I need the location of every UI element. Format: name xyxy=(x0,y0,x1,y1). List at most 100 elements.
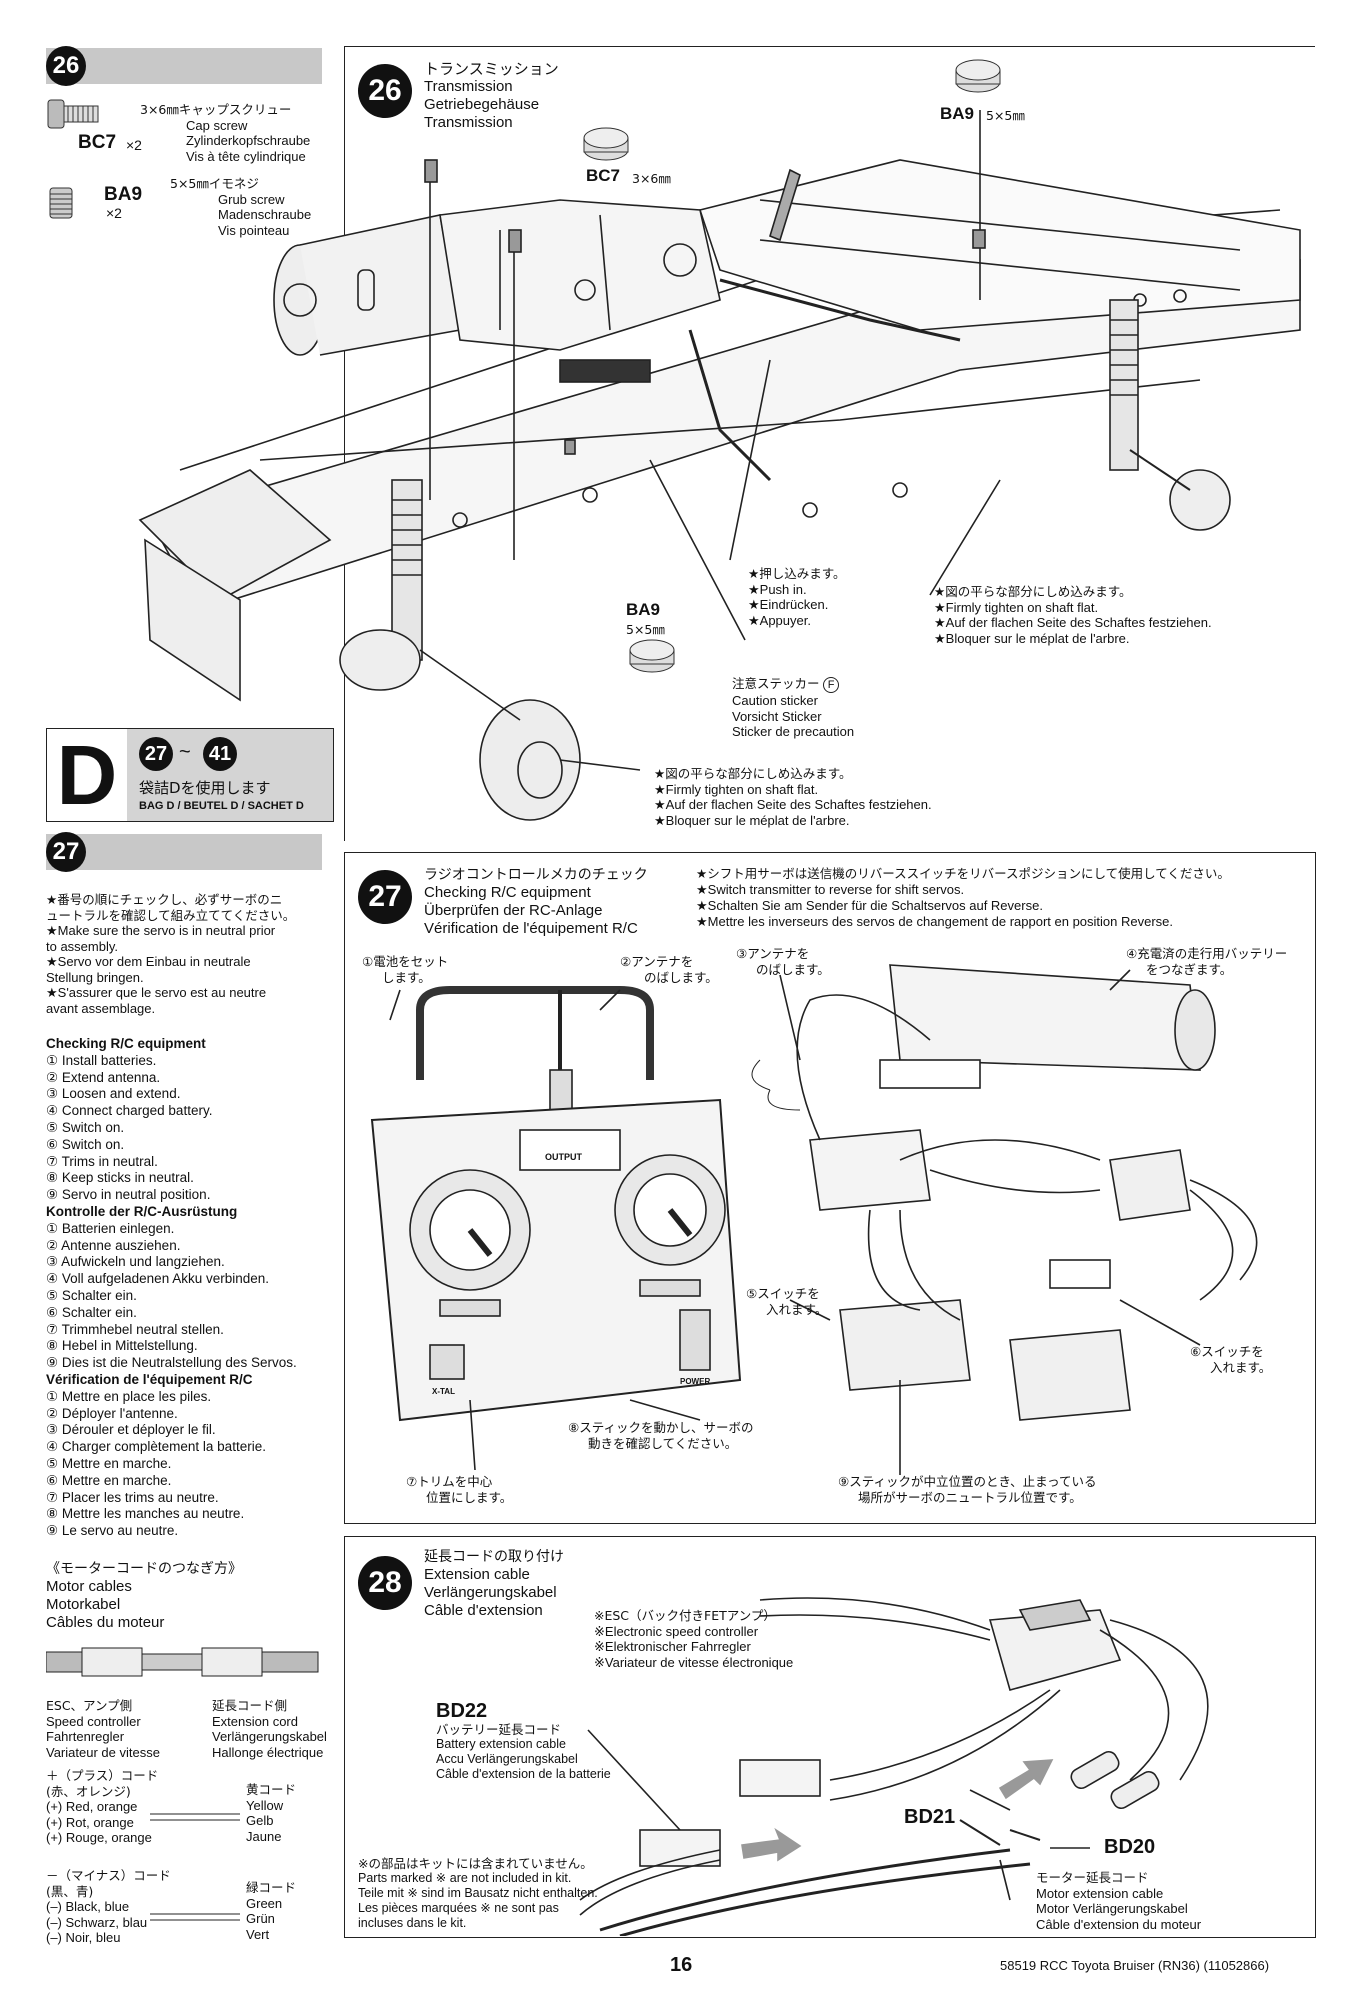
plus-en: (+) Red, orange xyxy=(46,1799,138,1814)
not-included-fr-2: incluses dans le kit. xyxy=(358,1916,467,1930)
ext-side-en: Extension cord xyxy=(212,1713,298,1729)
motor-ext-en: Motor extension cable xyxy=(1036,1885,1164,1901)
note-ja-1: ★番号の順にチェックし、必ずサーボのニ xyxy=(46,892,283,907)
de-step: ⑦ Trimmhebel neutral stellen. xyxy=(46,1321,224,1337)
note-fr-2: avant assemblage. xyxy=(46,1000,156,1016)
bc7-code: BC7 xyxy=(78,132,117,153)
de-checklist-title: Kontrolle der R/C-Ausrüstung xyxy=(46,1203,238,1219)
plus-ja-2: (赤、オレンジ) xyxy=(46,1783,131,1799)
yellow-ja: 黄コード xyxy=(246,1782,297,1797)
en-step: ① Install batteries. xyxy=(46,1052,157,1068)
minus-connector-line xyxy=(150,1913,240,1921)
ext-side-ja: 延長コード側 xyxy=(212,1698,288,1713)
callout-7-l2: 位置にします。 xyxy=(426,1489,513,1505)
note-de-2: Stellung bringen. xyxy=(46,969,144,985)
sticker-de: Vorsicht Sticker xyxy=(732,708,822,724)
shift-note-fr: ★Mettre les inverseurs des servos de cha… xyxy=(696,914,1174,929)
de-step: ④ Voll aufgeladenen Akku verbinden. xyxy=(46,1271,270,1287)
bc7-qty: ×2 xyxy=(126,137,142,153)
note-de-1: ★Servo vor dem Einbau in neutrale xyxy=(46,954,251,969)
de-step: ⑧ Hebel in Mittelstellung. xyxy=(46,1338,198,1354)
bd22-en: Battery extension cable xyxy=(436,1737,566,1751)
grub-screw-icon xyxy=(49,187,73,219)
fr-step: ④ Charger complètement la batterie. xyxy=(46,1439,266,1455)
callout-4-l2: をつなぎます。 xyxy=(1146,961,1233,977)
callout-1-l1: ①電池をセット xyxy=(362,954,449,969)
bag-d-to-badge: 41 xyxy=(203,737,237,771)
motor-cable-connector-diagram xyxy=(46,1647,319,1677)
step26-title-en: Transmission xyxy=(424,78,513,95)
green-en: Green xyxy=(246,1895,283,1911)
fr-step: ⑤ Mettre en marche. xyxy=(46,1455,172,1471)
motor-ext-ja: モーター延長コード xyxy=(1036,1870,1149,1885)
flat1-ja: ★図の平らな部分にしめ込みます。 xyxy=(934,584,1132,599)
ba9-code: BA9 xyxy=(104,184,143,205)
ba9-ja: 5×5㎜イモネジ xyxy=(170,176,259,191)
yellow-en: Yellow xyxy=(246,1797,284,1813)
ba9-qty: ×2 xyxy=(106,205,122,221)
plus-fr: (+) Rouge, orange xyxy=(46,1830,152,1845)
tx-xtal-label: X-TAL xyxy=(432,1387,455,1396)
ba9-en: Grub screw xyxy=(218,191,285,207)
sticker-fr: Sticker de precaution xyxy=(732,724,855,739)
step27-title-fr: Vérification de l'équipement R/C xyxy=(424,920,638,937)
callout-6-l1: ⑥スイッチを xyxy=(1190,1344,1264,1359)
cap-screw-icon xyxy=(47,99,99,129)
bc7-ja: 3×6㎜キャップスクリュー xyxy=(140,102,292,117)
shift-note-de: ★Schalten Sie am Sender für die Schaltse… xyxy=(696,898,1043,913)
plus-ja: ＋（プラス）コード xyxy=(46,1768,159,1783)
flat2-de: ★Auf der flachen Seite des Schaftes fest… xyxy=(654,797,932,812)
bd21-code: BD21 xyxy=(904,1806,956,1828)
step27-title-en: Checking R/C equipment xyxy=(424,884,591,901)
fr-step: ⑦ Placer les trims au neutre. xyxy=(46,1489,219,1505)
not-included-en: Parts marked ※ are not included in kit. xyxy=(358,1871,572,1885)
callout-2-l2: のばします。 xyxy=(644,969,718,985)
esc-note-ja: ※ESC（バック付きFETアンプ） xyxy=(594,1608,776,1623)
step28-panel xyxy=(344,1536,1316,1938)
minus-ja-2: (黒、青) xyxy=(46,1883,94,1899)
note-ja-2: ュートラルを確認して組み立ててください。 xyxy=(46,907,296,923)
motor-ext-de: Motor Verlängerungskabel xyxy=(1036,1901,1188,1916)
ext-side-de: Verlängerungskabel xyxy=(212,1729,327,1744)
shift-note-ja: ★シフト用サーボは送信機のリバーススイッチをリバースポジションにして使用してくだ… xyxy=(696,866,1230,881)
bag-d-letter: D xyxy=(47,729,128,821)
minus-fr: (–) Noir, bleu xyxy=(46,1930,121,1945)
step27-header-bar xyxy=(46,834,322,870)
sticker-mark: F xyxy=(823,677,840,693)
step26-header-bar xyxy=(46,48,322,84)
esc-note-en: ※Electronic speed controller xyxy=(594,1623,759,1639)
de-step: ② Antenne ausziehen. xyxy=(46,1237,181,1253)
flat1-fr: ★Bloquer sur le méplat de l'arbre. xyxy=(934,630,1130,646)
bd22-ja: バッテリー延長コード xyxy=(436,1722,562,1737)
callout-bc7-size: 3×6㎜ xyxy=(632,171,671,186)
de-step: ① Batterien einlegen. xyxy=(46,1220,175,1236)
push-fr: ★Appuyer. xyxy=(748,612,811,628)
push-ja: ★押し込みます。 xyxy=(748,566,846,581)
flat2-en: ★Firmly tighten on shaft flat. xyxy=(654,781,819,797)
callout-9-l1: ⑨スティックが中立位置のとき、止まっている xyxy=(838,1474,1097,1489)
push-en: ★Push in. xyxy=(748,581,807,597)
motor-title-en: Motor cables xyxy=(46,1578,132,1595)
callout-5-l1: ⑤スイッチを xyxy=(746,1286,820,1301)
note-en-1: ★Make sure the servo is in neutral prior xyxy=(46,923,276,938)
bc7-en: Cap screw xyxy=(186,117,248,133)
step26-title-fr: Transmission xyxy=(424,114,513,131)
esc-side-ja: ESC、アンプ側 xyxy=(46,1698,133,1713)
not-included-fr-1: Les pièces marquées ※ ne sont pas xyxy=(358,1901,559,1915)
en-step: ④ Connect charged battery. xyxy=(46,1103,213,1119)
de-step: ③ Aufwickeln und langziehen. xyxy=(46,1254,225,1270)
callout-ba9-top: BA9 xyxy=(940,104,975,123)
bag-d-box: D 27 ~ 41 袋詰Dを使用します BAG D / BEUTEL D / S… xyxy=(46,728,334,822)
model-footer: 58519 RCC Toyota Bruiser (RN36) (1105286… xyxy=(1000,1958,1270,1973)
callout-7-l1: ⑦トリムを中心 xyxy=(406,1474,493,1489)
esc-side-en: Speed controller xyxy=(46,1713,141,1729)
step26-badge: 26 xyxy=(46,46,86,86)
callout-4-l1: ④充電済の走行用バッテリー xyxy=(1126,946,1288,961)
en-step: ⑤ Switch on. xyxy=(46,1119,125,1135)
en-step: ⑥ Switch on. xyxy=(46,1136,125,1152)
de-step: ⑤ Schalter ein. xyxy=(46,1287,137,1303)
callout-ba9-mid-size: 5×5㎜ xyxy=(626,622,665,637)
green-de: Grün xyxy=(246,1911,275,1926)
callout-6-l2: 入れます。 xyxy=(1210,1359,1272,1375)
note-en-2: to assembly. xyxy=(46,938,119,954)
